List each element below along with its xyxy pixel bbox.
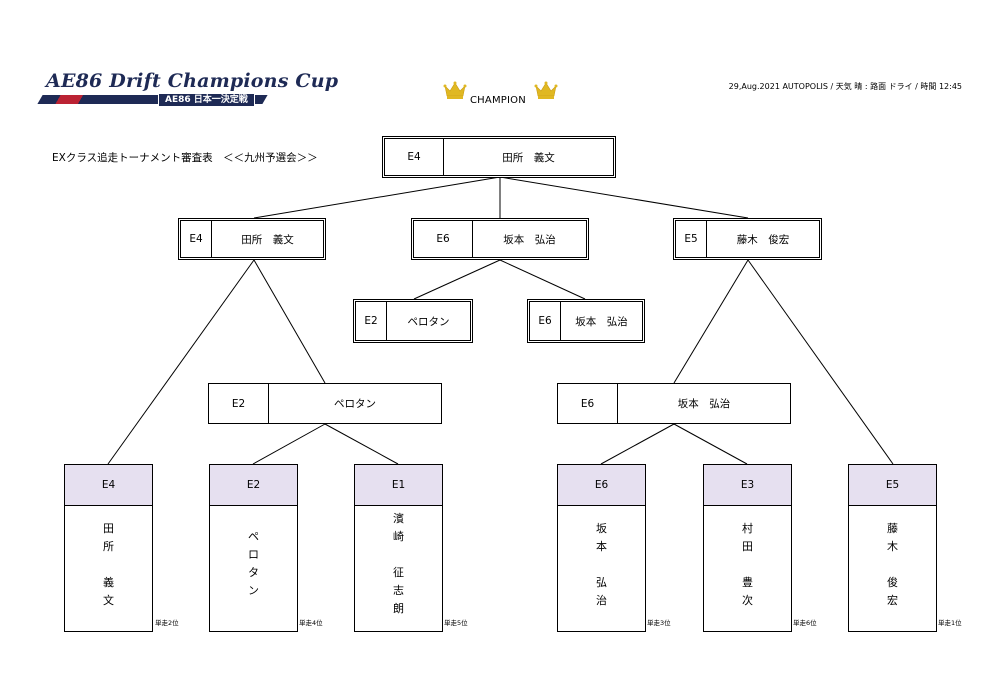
line-e4semi-e4 xyxy=(107,259,255,465)
champion-box: E4 田所 義文 xyxy=(382,136,616,178)
entrant-rank: 単走3位 xyxy=(647,619,671,627)
entrant-class: E1 xyxy=(355,465,442,506)
entrant-name-vertical: 濱崎 征志朗 xyxy=(393,512,404,615)
entrant-card: E1 濱崎 征志朗 xyxy=(354,464,443,632)
entrant-class: E3 xyxy=(704,465,791,506)
semi-name: 藤木 俊宏 xyxy=(736,233,790,246)
entrant-class: E5 xyxy=(849,465,936,506)
quarter-name: 坂本 弘治 xyxy=(677,398,731,410)
entrant-rank: 単走5位 xyxy=(444,619,468,627)
quarter-class: E2 xyxy=(209,384,269,423)
tournament-heading: EXクラス追走トーナメント審査表 ＜＜九州予選会＞＞ xyxy=(52,152,318,164)
crown-icon xyxy=(443,81,467,99)
entrant-class: E4 xyxy=(65,465,152,506)
champion-name: 田所 義文 xyxy=(502,151,555,164)
entrant-card: E6 坂本 弘治 xyxy=(557,464,646,632)
entrant-rank: 単走2位 xyxy=(155,619,179,627)
entrant-card: E2 ペロタン xyxy=(209,464,298,632)
entrant-rank: 単走4位 xyxy=(299,619,323,627)
sub-class: E2 xyxy=(356,302,387,340)
event-info: 29,Aug.2021 AUTOPOLIS / 天気 晴 : 路面 ドライ / … xyxy=(728,82,962,91)
entrant-name-vertical: 藤木 俊宏 xyxy=(887,522,898,607)
champion-class: E4 xyxy=(385,139,444,175)
semi-name: 坂本 弘治 xyxy=(503,233,556,246)
quarter-class: E6 xyxy=(558,384,618,423)
logo-title: AE86 Drift Champions Cup xyxy=(46,70,339,92)
entrant-class: E2 xyxy=(210,465,297,506)
semi-box-left: E4 田所 義文 xyxy=(178,218,326,260)
semi-name: 田所 義文 xyxy=(241,233,294,246)
champion-label: CHAMPION xyxy=(470,95,526,106)
entrant-card: E5 藤木 俊宏 xyxy=(848,464,937,632)
line-qf-right-e6 xyxy=(600,423,675,465)
crown-icon xyxy=(534,81,558,99)
entrant-name-vertical: ペロタン xyxy=(248,530,259,597)
semi-box-center: E6 坂本 弘治 xyxy=(411,218,589,260)
entrant-class: E6 xyxy=(558,465,645,506)
sub-name: 坂本 弘治 xyxy=(575,315,628,328)
entrant-rank: 単走6位 xyxy=(793,619,817,627)
semi-box-right: E5 藤木 俊宏 xyxy=(673,218,822,260)
event-logo: AE86 Drift Champions Cup AE86 日本一決定戦 xyxy=(37,70,338,107)
line-qf-right-e3 xyxy=(673,423,748,465)
sub-box-right: E6 坂本 弘治 xyxy=(527,299,645,343)
line-e5semi-e5 xyxy=(747,259,894,465)
sub-class: E6 xyxy=(530,302,561,340)
line-e6semi-e2 xyxy=(413,259,501,300)
quarter-name: ペロタン xyxy=(334,398,376,410)
entrant-card: E3 村田 豊次 xyxy=(703,464,792,632)
entrant-name-vertical: 田所 義文 xyxy=(103,522,114,607)
semi-class: E4 xyxy=(181,221,212,257)
quarter-box-right: E6 坂本 弘治 xyxy=(557,383,791,424)
sub-name: ペロタン xyxy=(407,315,450,328)
line-e6semi-e6 xyxy=(499,259,586,300)
sub-box-left: E2 ペロタン xyxy=(353,299,473,343)
entrant-card: E4 田所 義文 xyxy=(64,464,153,632)
entrant-rank: 単走1位 xyxy=(938,619,962,627)
semi-class: E5 xyxy=(676,221,707,257)
entrant-name-vertical: 坂本 弘治 xyxy=(596,522,607,607)
line-e5semi-qf xyxy=(673,259,749,384)
line-qf-left-e2 xyxy=(252,423,326,465)
line-champ-left xyxy=(253,176,501,219)
line-e4semi-qf xyxy=(253,259,326,384)
line-champ-right xyxy=(499,176,749,219)
logo-subtitle: AE86 日本一決定戦 xyxy=(158,93,255,107)
entrant-name-vertical: 村田 豊次 xyxy=(742,522,753,607)
quarter-box-left: E2 ペロタン xyxy=(208,383,442,424)
semi-class: E6 xyxy=(414,221,473,257)
line-qf-left-e1 xyxy=(324,423,399,465)
